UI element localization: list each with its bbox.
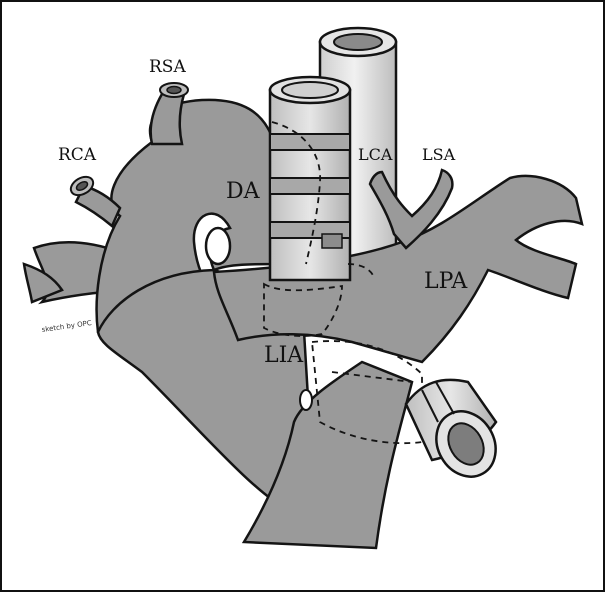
rca-branch [68,173,120,226]
label-rca: RCA [58,145,97,165]
signature: sketch by OPC [41,319,92,334]
label-lpa: LPA [424,269,468,294]
label-lia: LIA [264,343,304,368]
arch-opening [206,228,230,264]
label-da: DA [226,179,261,204]
outflow-tube [406,380,507,488]
vessel-hole [300,390,312,410]
da-tube [270,77,350,280]
label-lsa: LSA [422,145,456,164]
label-lca: LCA [358,145,393,164]
label-rsa: RSA [149,57,186,77]
